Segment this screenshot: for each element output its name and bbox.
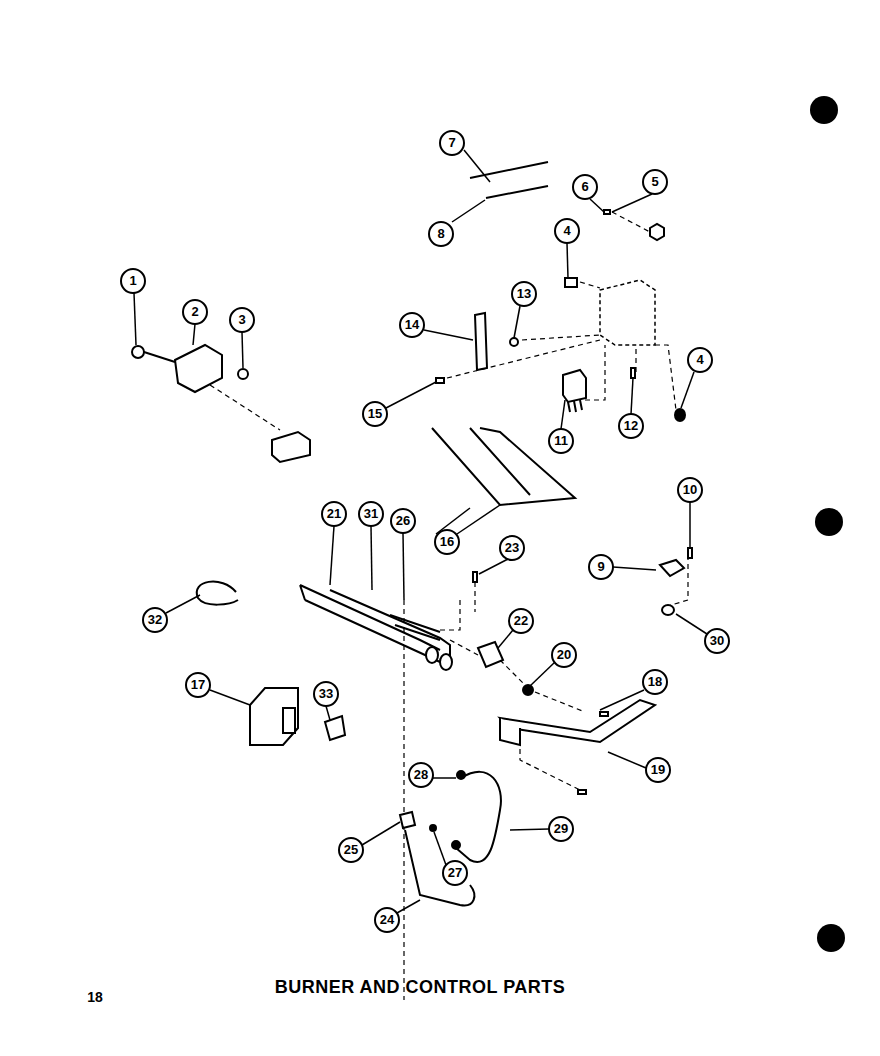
callout-number: 33	[319, 687, 333, 701]
callout-number: 2	[191, 305, 198, 319]
callout-number: 10	[683, 483, 697, 497]
leader-lines	[134, 150, 707, 913]
callout-number: 5	[651, 175, 658, 189]
callout-number: 26	[396, 514, 410, 528]
callout-number: 17	[191, 678, 205, 692]
callout-number: 1	[129, 274, 136, 288]
callout-number: 9	[597, 560, 604, 574]
callout-number: 3	[238, 313, 245, 327]
diagram-title: BURNER AND CONTROL PARTS	[275, 977, 566, 998]
callout-number: 27	[448, 866, 462, 880]
assembly-lines	[210, 212, 688, 1000]
callout-number: 23	[505, 541, 519, 555]
callout-number: 32	[148, 613, 162, 627]
page-number: 18	[87, 990, 103, 1004]
callout-number: 31	[364, 507, 378, 521]
callout-number: 4	[563, 224, 570, 238]
callout-number: 14	[405, 318, 419, 332]
callout-number: 12	[624, 419, 638, 433]
parts	[132, 162, 692, 905]
callout-number: 16	[440, 535, 454, 549]
callout-number: 24	[380, 913, 394, 927]
callout-number: 11	[554, 434, 568, 448]
callout-number: 4	[696, 353, 703, 367]
callout-number: 15	[368, 407, 382, 421]
callout-number: 20	[557, 648, 571, 662]
callout-number: 19	[651, 763, 665, 777]
callout-number: 30	[710, 634, 724, 648]
callout-number: 28	[414, 768, 428, 782]
callout-number: 18	[648, 675, 662, 689]
callout-number: 21	[327, 507, 341, 521]
binder-holes	[810, 96, 845, 952]
callout-number: 13	[517, 287, 531, 301]
callout-number: 8	[437, 227, 444, 241]
callout-number: 25	[344, 843, 358, 857]
callout-number: 7	[448, 136, 455, 150]
callout-circles	[121, 131, 729, 932]
callout-number: 6	[581, 180, 588, 194]
callout-number: 22	[514, 614, 528, 628]
callout-number: 29	[554, 822, 568, 836]
